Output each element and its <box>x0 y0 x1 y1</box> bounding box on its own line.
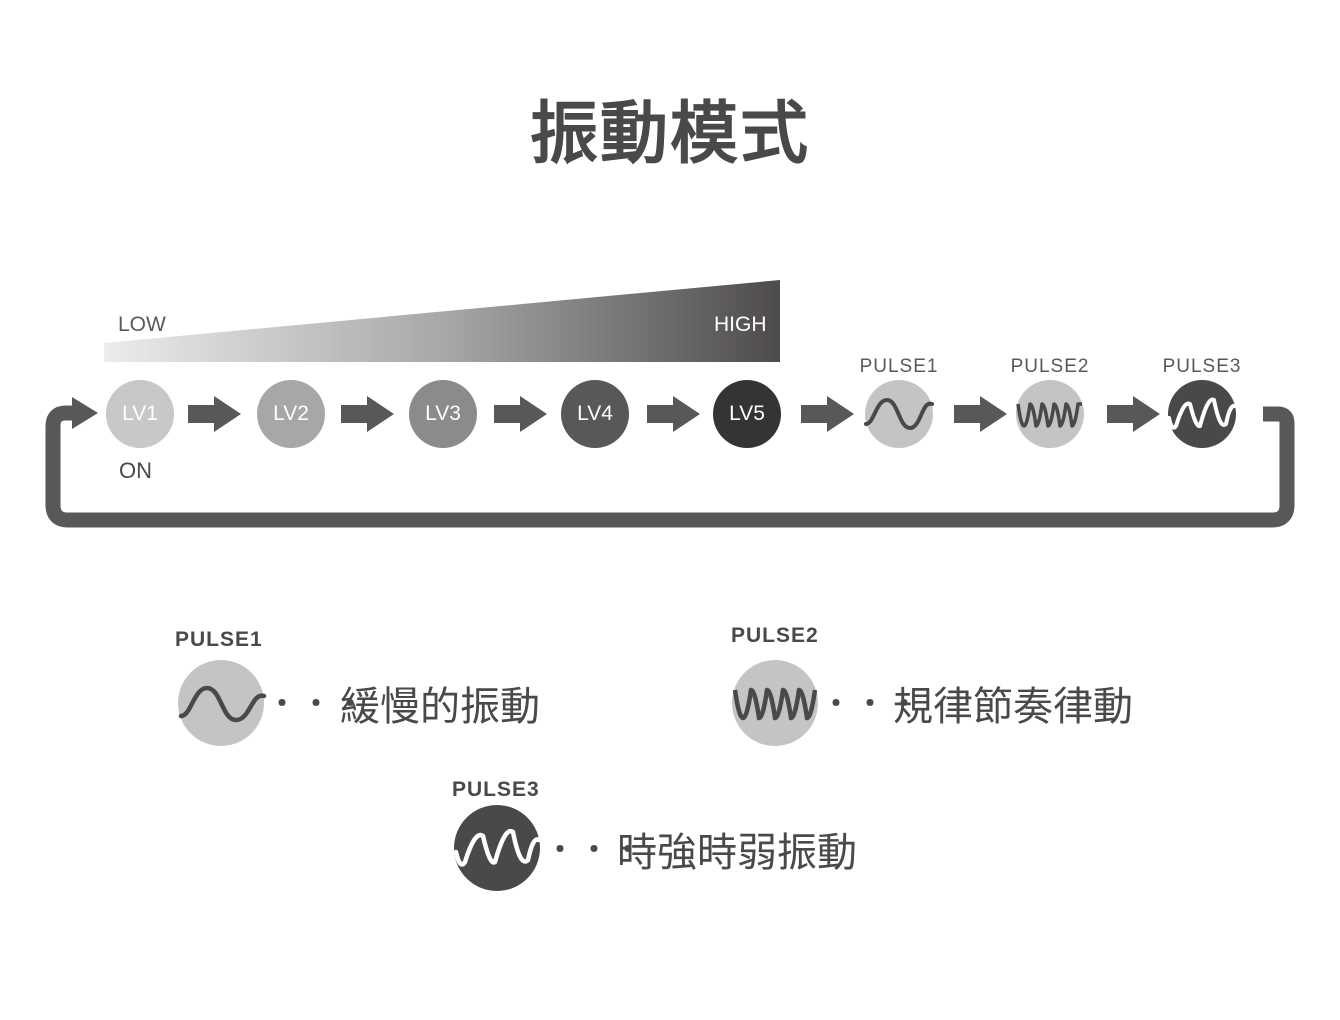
legend-pulse1-desc: 緩慢的振動 <box>340 684 540 730</box>
legend-pulse1-label: PULSE1 <box>175 628 263 651</box>
level-label: LV5 <box>729 402 765 425</box>
level-label: LV4 <box>577 402 613 425</box>
flow-arrows <box>188 396 1160 432</box>
pulse2-label: PULSE2 <box>1010 356 1090 377</box>
level-node-lv2: LV2 <box>257 380 325 448</box>
level-node-lv3: LV3 <box>409 380 477 448</box>
on-label: ON <box>119 458 152 483</box>
level-label: LV3 <box>425 402 461 425</box>
legend-variable-wave-icon <box>453 828 542 867</box>
low-label: LOW <box>118 313 166 336</box>
level-node-lv4: LV4 <box>561 380 629 448</box>
level-node-lv5: LV5 <box>713 380 781 448</box>
level-node-lv1: LV1 <box>106 380 174 448</box>
variable-wave-icon <box>1167 397 1237 430</box>
legend-pulse3-desc: 時強時弱振動 <box>617 830 857 876</box>
legend-pulse2-dots: ・・・ <box>822 688 925 719</box>
legend-pulse2-circle <box>732 660 818 746</box>
rhythmic-wave-icon <box>1016 402 1082 428</box>
arrow-pulse1-pulse2 <box>954 396 1007 432</box>
arrow-lv3-lv4 <box>494 396 547 432</box>
arrow-pulse2-pulse3 <box>1107 396 1160 432</box>
loop-arrow-head <box>72 397 98 429</box>
pulse1-label: PULSE1 <box>859 356 939 377</box>
pulse3-label: PULSE3 <box>1162 356 1242 377</box>
arrow-lv4-lv5 <box>647 396 700 432</box>
legend-slow-wave-icon <box>178 685 267 723</box>
high-label: HIGH <box>714 313 767 336</box>
legend-pulse2-desc: 規律節奏律動 <box>893 684 1133 730</box>
arrow-lv5-pulse1 <box>801 396 854 432</box>
legend-pulse1-dots: ・・・ <box>268 688 371 719</box>
arrow-lv1-lv2 <box>188 396 241 432</box>
pulse2-node <box>1016 380 1084 448</box>
legend-pulse3-dots: ・・・ <box>546 834 649 865</box>
legend-rhythmic-wave-icon <box>732 687 818 721</box>
loop-return-line <box>45 405 1295 528</box>
legend-pulse3-label: PULSE3 <box>452 778 540 801</box>
page-title: 振動模式 <box>529 95 810 174</box>
arrow-lv2-lv3 <box>341 396 394 432</box>
level-label: LV2 <box>273 402 309 425</box>
slow-wave-icon <box>864 397 934 431</box>
level-label: LV1 <box>122 402 158 425</box>
intensity-ramp <box>104 280 780 362</box>
legend-pulse2-label: PULSE2 <box>731 624 819 647</box>
